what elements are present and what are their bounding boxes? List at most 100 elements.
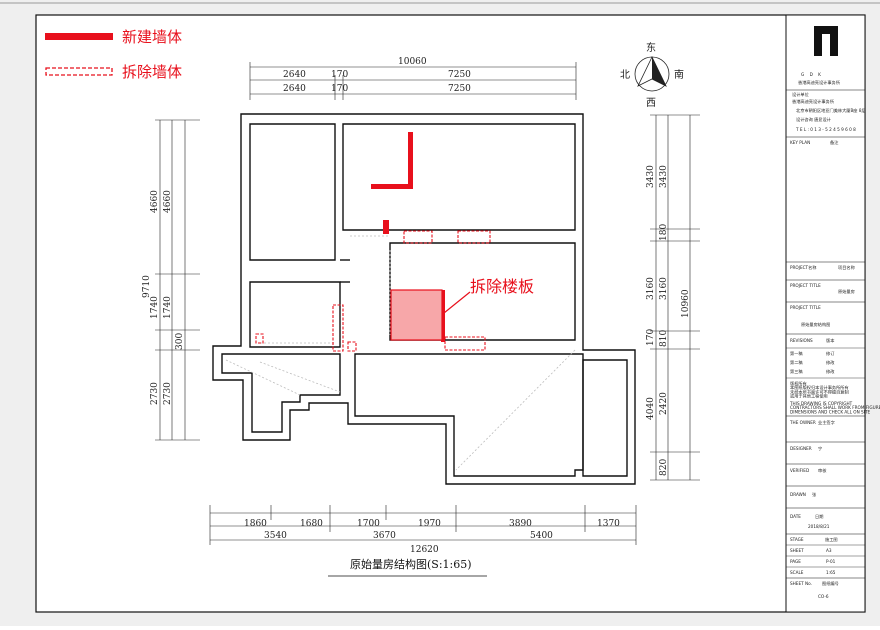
dim-top-total: 10060 bbox=[398, 57, 427, 67]
room-upper-left bbox=[249, 123, 336, 261]
designer-value: 宁 bbox=[818, 445, 822, 451]
dim-left-c: 300 bbox=[175, 333, 185, 350]
date-value: 日期 bbox=[815, 514, 823, 520]
drawn-label: DRAWN bbox=[790, 492, 806, 497]
legend-demolish-swatch bbox=[45, 67, 113, 76]
rev-3: 第三稿 bbox=[790, 368, 803, 375]
slab-leader-line bbox=[443, 291, 471, 314]
page-value: P-01 bbox=[826, 559, 836, 564]
legend: 新建墙体 拆除墙体 bbox=[45, 28, 182, 81]
dim-bot-f: 1370 bbox=[597, 519, 620, 529]
dim-left-b2: 1740 bbox=[163, 296, 173, 319]
logo-text: G D K bbox=[801, 72, 823, 77]
designer-label: DESIGNER bbox=[790, 446, 812, 451]
compass-south: 南 bbox=[674, 68, 684, 81]
dim-right-h: 820 bbox=[659, 459, 669, 476]
dim-right-a2: 3430 bbox=[659, 165, 669, 188]
stage-value: 施工图 bbox=[825, 536, 838, 543]
sheet-no-code: CO-6 bbox=[818, 594, 829, 599]
demolish-slab-area bbox=[390, 289, 443, 341]
dim-right-e: 170 bbox=[646, 329, 656, 346]
dim-right-g: 4040 bbox=[646, 397, 656, 420]
project-value: 项目名称 bbox=[838, 264, 855, 271]
owner-label: THE OWNER bbox=[789, 420, 816, 425]
legend-new-wall-label: 新建墙体 bbox=[122, 28, 182, 46]
new-wall-vertical bbox=[408, 132, 413, 188]
demolish-wall-4 bbox=[444, 336, 486, 351]
rev-1: 第一稿 bbox=[790, 350, 803, 357]
dim-top-b: 170 bbox=[331, 70, 348, 80]
slab-annotation: 拆除楼板 bbox=[470, 277, 534, 296]
notice-cn: 版权所有本图纸版权归本设计事务所所有未经本所书面许可不得擅自复制或用于其他工程使… bbox=[790, 380, 849, 400]
demolish-wall-5 bbox=[255, 333, 264, 344]
room-middle-left bbox=[249, 281, 341, 348]
dim-top2-c: 7250 bbox=[448, 84, 471, 94]
dim-top2-b: 170 bbox=[331, 84, 348, 94]
project-label: PROJECT名称 bbox=[790, 264, 816, 271]
dim-right-f: 2420 bbox=[659, 392, 669, 415]
rev-3-value: 修改 bbox=[826, 368, 835, 375]
demolish-wall-3 bbox=[332, 304, 344, 352]
company-name-2: 香港高迪亮设计事务所 bbox=[792, 98, 834, 105]
owner-value: 业主签字 bbox=[818, 419, 835, 425]
stage-label: STAGE bbox=[790, 537, 804, 542]
dim-bot-e: 3890 bbox=[509, 519, 532, 529]
date-label: DATE bbox=[790, 514, 801, 519]
dim-right-a: 3430 bbox=[646, 165, 656, 188]
sheet-no-label: SHEET No. bbox=[790, 581, 812, 586]
notes-label: 备注 bbox=[830, 139, 839, 146]
new-walls bbox=[371, 132, 445, 342]
demolish-wall-2 bbox=[457, 230, 491, 244]
dim-bot-d: 1970 bbox=[418, 519, 441, 529]
demolish-walls bbox=[255, 230, 491, 352]
dim-bot-total: 12620 bbox=[410, 545, 439, 555]
dim-top-a: 2640 bbox=[283, 70, 306, 80]
legend-new-wall-swatch bbox=[45, 33, 113, 40]
dim-left-b: 1740 bbox=[150, 296, 160, 319]
compass-east: 东 bbox=[646, 41, 656, 54]
legend-demolish-label: 拆除墙体 bbox=[122, 63, 182, 81]
rev-2: 第二稿 bbox=[790, 359, 803, 366]
date-number: 2018/8/21 bbox=[808, 524, 830, 529]
phone: T E L : 0 1 3 - 5 2 4 5 9 6 0 8 bbox=[795, 127, 856, 132]
compass-north: 北 bbox=[620, 69, 630, 81]
new-wall-stub bbox=[383, 220, 389, 234]
new-wall-floor-edge bbox=[441, 290, 445, 342]
dimension-labels: 10060 2640 170 7250 2640 170 7250 1860 1… bbox=[142, 57, 691, 555]
compass-west: 西 bbox=[646, 98, 656, 109]
rev-1-value: 修订 bbox=[826, 350, 834, 357]
drawing-title-value: 原始量房结构图 bbox=[801, 321, 830, 328]
dim-top2-a: 2640 bbox=[283, 84, 306, 94]
sheet-no-value: 图纸编号 bbox=[822, 580, 839, 587]
dim-bot2-b: 3670 bbox=[373, 531, 396, 541]
title-block: G D K 香港高迪亮设计事务所 设计单位 香港高迪亮设计事务所 北京市朝阳区地… bbox=[785, 14, 880, 613]
demolish-wall-1 bbox=[403, 230, 433, 244]
dim-right-b: 180 bbox=[659, 224, 669, 241]
scale-value: 1:65 bbox=[826, 570, 836, 575]
rev-2-value: 修改 bbox=[826, 359, 835, 366]
sheet-label: SHEET bbox=[790, 548, 804, 553]
logo-icon bbox=[814, 26, 838, 56]
sheet-value: A3 bbox=[826, 548, 832, 553]
verified-label: VERIFIED bbox=[790, 468, 809, 473]
dim-left-d2: 2730 bbox=[163, 382, 173, 405]
drawing-title-label: PROJECT TITLE bbox=[790, 305, 821, 310]
revisions-value: 版本 bbox=[826, 337, 835, 344]
dim-bot2-a: 3540 bbox=[264, 531, 287, 541]
dim-right-c2: 3160 bbox=[659, 277, 669, 300]
key-plan-label: KEY PLAN bbox=[790, 140, 810, 145]
address: 北京市朝阳区地亚门美林大厦B座 8层 bbox=[796, 107, 866, 114]
demolish-wall-6 bbox=[347, 341, 357, 352]
room-lower-left bbox=[221, 353, 341, 433]
design-unit-label: 设计单位 bbox=[792, 91, 809, 98]
new-wall-horizontal bbox=[371, 184, 413, 189]
walls bbox=[212, 113, 636, 485]
room-far-right bbox=[582, 359, 628, 477]
dim-right-d: 810 bbox=[659, 330, 669, 347]
room-upper-right bbox=[342, 123, 576, 231]
drawing-frame bbox=[35, 14, 866, 613]
company-name: 香港高迪亮设计事务所 bbox=[798, 79, 840, 86]
